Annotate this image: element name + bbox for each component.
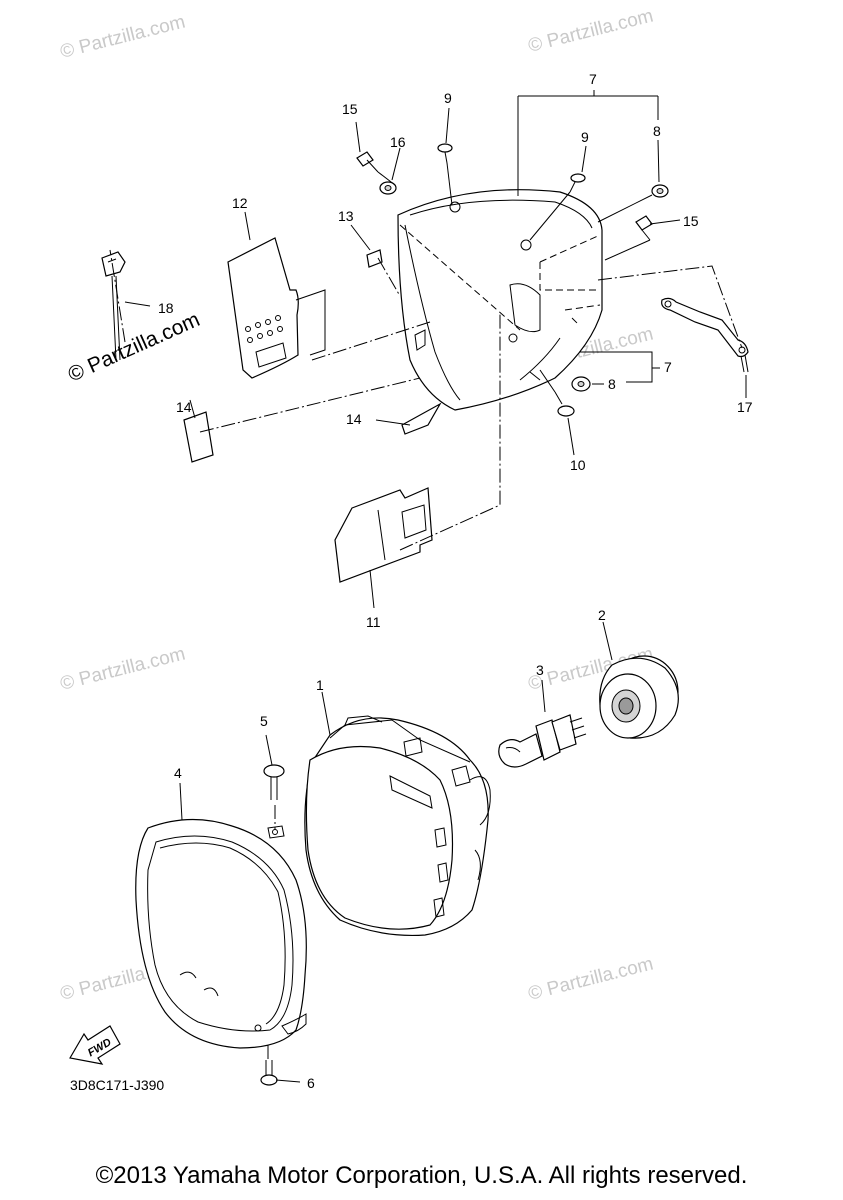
- callout-9: 9: [581, 129, 589, 145]
- callout-labels: 15 16 9 7 9 8 15 12 13 18 14 14 7 8 17 1…: [158, 71, 753, 1091]
- callout-11: 11: [366, 614, 381, 630]
- callout-13: 13: [338, 208, 354, 224]
- callout-16: 16: [390, 134, 406, 150]
- callout-4: 4: [174, 765, 182, 781]
- callout-5: 5: [260, 713, 268, 729]
- watermark: © Partzilla.com: [58, 644, 187, 695]
- diagram-part-code: 3D8C171-J390: [70, 1077, 164, 1093]
- cover-plate: [334, 487, 433, 583]
- callout-2: 2: [598, 607, 606, 623]
- pad-center: [401, 402, 442, 435]
- watermark: © Partzilla.com: [65, 308, 204, 387]
- callout-7: 7: [664, 359, 672, 375]
- watermark: © Partzilla.com: [526, 6, 655, 57]
- reference-brackets: [517, 90, 660, 383]
- copyright-notice: ©2013 Yamaha Motor Corporation, U.S.A. A…: [95, 1162, 748, 1189]
- callout-3: 3: [536, 662, 544, 678]
- callout-6: 6: [307, 1075, 315, 1091]
- callout-18: 18: [158, 300, 174, 316]
- center-lines: [109, 162, 743, 1060]
- headlight-rim: [135, 818, 307, 1049]
- pad-small: [366, 249, 383, 268]
- bracket-arm: [661, 297, 749, 373]
- hardware: [260, 143, 669, 1086]
- watermark: © Partzilla.com: [526, 954, 655, 1005]
- headlight-unit: [304, 715, 491, 936]
- headlight-bulb: [498, 714, 587, 768]
- callout-12: 12: [232, 195, 248, 211]
- callout-14: 14: [346, 411, 362, 427]
- callout-1: 1: [316, 677, 324, 693]
- fwd-arrow: FWD: [69, 1025, 121, 1065]
- headlight-housing: [397, 189, 603, 411]
- watermark: © Partzilla.com: [58, 12, 187, 63]
- callout-14: 14: [176, 399, 192, 415]
- callout-8: 8: [653, 123, 661, 139]
- callout-15: 15: [342, 101, 358, 117]
- bulb-cover: [599, 655, 679, 739]
- callout-8: 8: [608, 376, 616, 392]
- callout-17: 17: [737, 399, 753, 415]
- leader-lines: [124, 107, 747, 1083]
- bracket-plate: [227, 237, 299, 379]
- callout-10: 10: [570, 457, 586, 473]
- callout-7: 7: [589, 71, 597, 87]
- callout-9: 9: [444, 90, 452, 106]
- callout-15: 15: [683, 213, 699, 229]
- pad-left: [183, 411, 214, 463]
